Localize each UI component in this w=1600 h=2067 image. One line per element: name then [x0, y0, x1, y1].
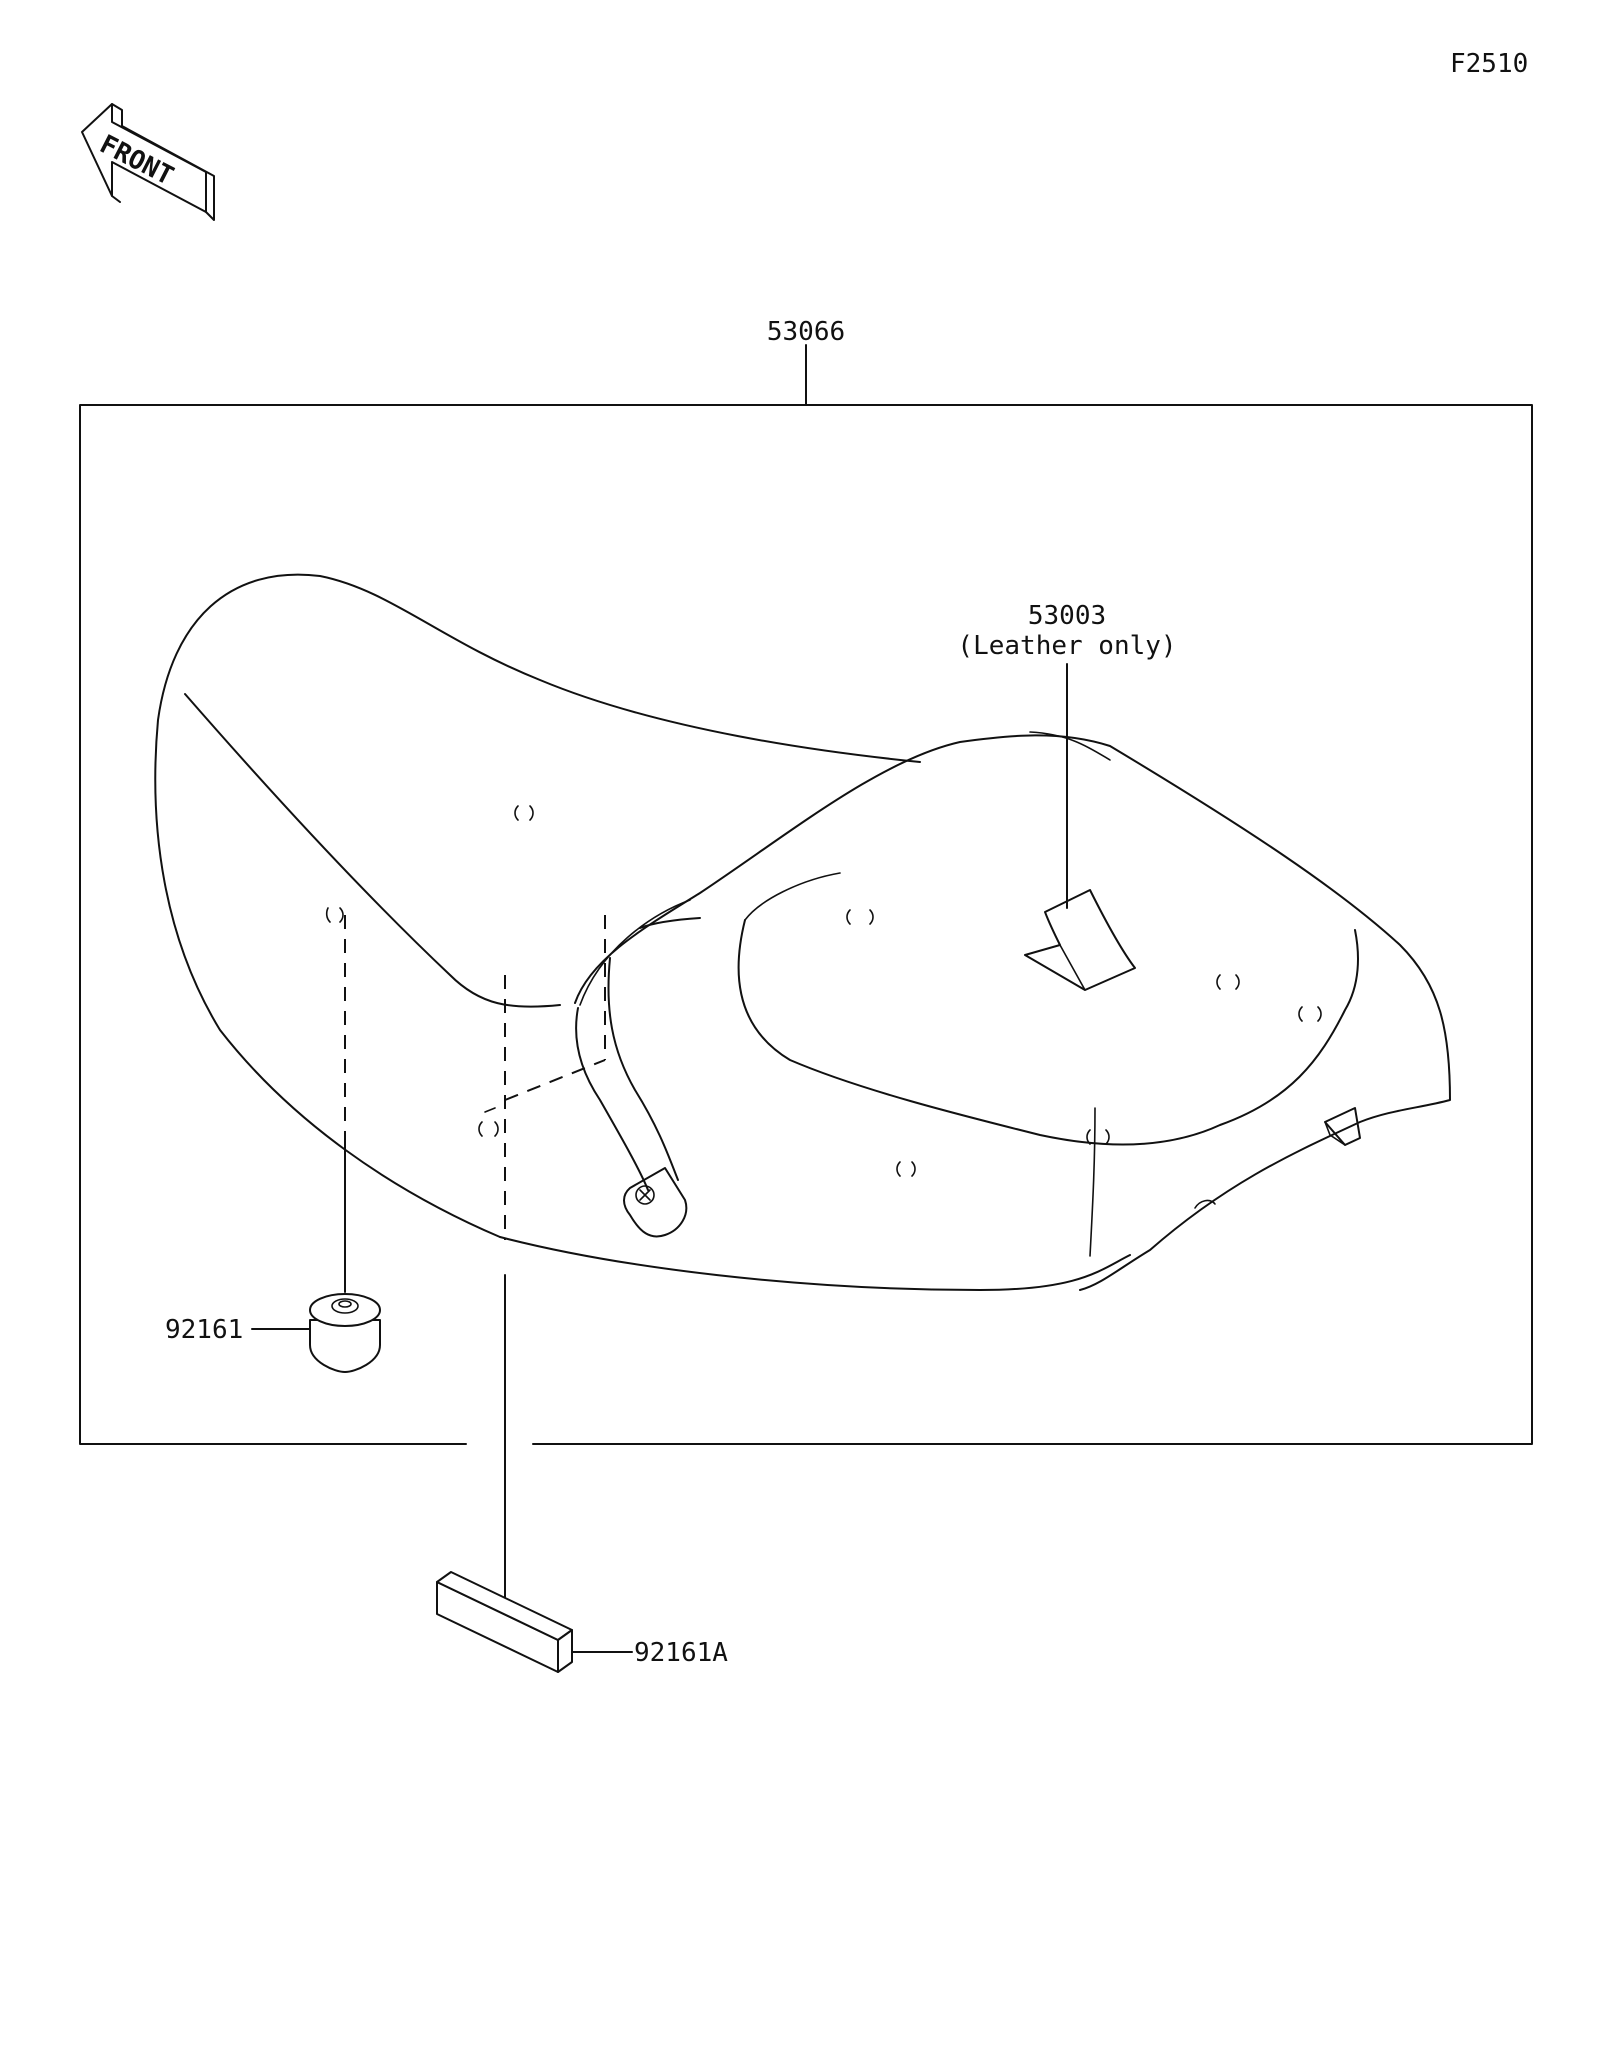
damper-round: [309, 1293, 381, 1373]
seat-illustration: [154, 573, 1451, 1291]
part-label-92161: 92161: [165, 1315, 243, 1345]
part-label-92161A: 92161A: [634, 1638, 728, 1668]
part-label-53003: 53003: [1028, 601, 1106, 631]
assembly-guides: [344, 915, 606, 1611]
figure-code: F2510: [1450, 49, 1528, 79]
front-arrow-icon: FRONT: [81, 103, 215, 221]
front-label: FRONT: [95, 130, 178, 192]
part-label-53066: 53066: [767, 317, 845, 347]
assembly-frame: [79, 344, 1533, 1445]
damper-block: [436, 1571, 573, 1673]
part-note-53003: (Leather only): [957, 631, 1176, 661]
